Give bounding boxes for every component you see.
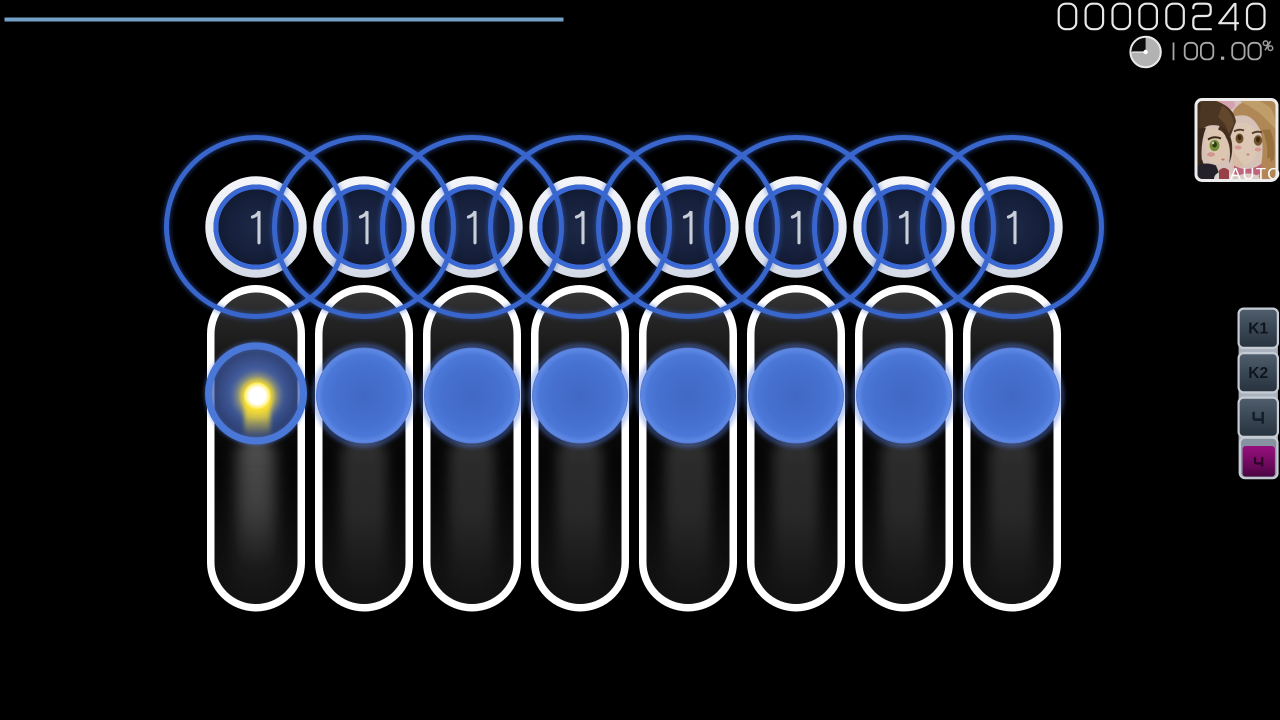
svg-text:K1: K1 (1248, 321, 1268, 338)
svg-text:K2: K2 (1248, 365, 1268, 382)
